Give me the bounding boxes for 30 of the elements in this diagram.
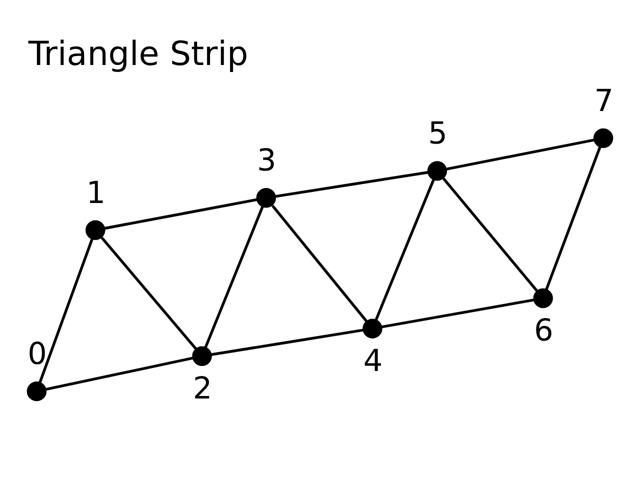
- node-circle: [192, 346, 212, 366]
- connector: [104, 198, 258, 230]
- node-circle: [362, 318, 382, 338]
- connector: [46, 356, 194, 390]
- node-label: 5: [428, 116, 448, 152]
- connector: [210, 328, 364, 356]
- node-circle: [593, 128, 614, 148]
- node-circle: [533, 288, 553, 308]
- node-label: 0: [28, 336, 47, 372]
- connector: [442, 177, 538, 292]
- diagram-title: Triangle Strip: [28, 33, 248, 72]
- connector: [446, 138, 595, 170]
- node-circle: [86, 220, 106, 240]
- connector: [275, 170, 428, 198]
- connector: [38, 238, 94, 383]
- node-label: 7: [594, 83, 614, 118]
- connector: [545, 146, 602, 290]
- connector: [204, 205, 264, 348]
- node-label: 2: [192, 371, 212, 406]
- node-circle: [256, 188, 276, 208]
- node-label: 6: [534, 313, 554, 348]
- node-circle: [26, 380, 47, 401]
- connector: [100, 236, 197, 350]
- connector: [381, 298, 534, 328]
- connector: [374, 178, 435, 320]
- node-label: 4: [363, 344, 383, 379]
- node-circle: [427, 160, 448, 180]
- node-label: 3: [257, 143, 276, 178]
- connector: [271, 204, 368, 322]
- node-label: 1: [86, 175, 106, 210]
